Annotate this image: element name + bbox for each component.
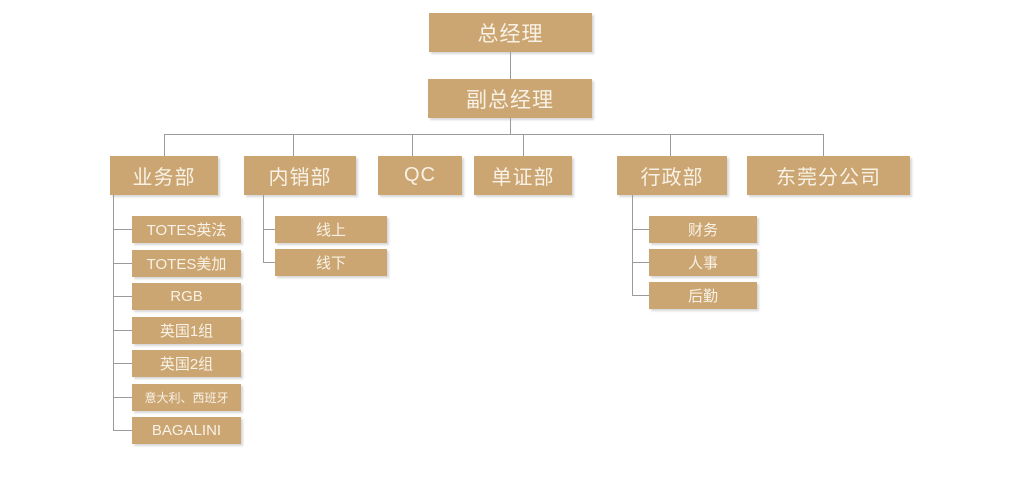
- connector-drop-domestic: [293, 134, 294, 156]
- org-node-qc-dept: QC: [378, 156, 462, 195]
- connector-drop-dongguan: [823, 134, 824, 156]
- org-node-admin-dept: 行政部: [617, 156, 727, 195]
- org-node-logistics: 后勤: [649, 282, 757, 309]
- connector-admin-spine: [632, 195, 633, 296]
- connector-business-spine: [113, 195, 114, 431]
- connector-drop-business: [164, 134, 165, 156]
- org-node-hr: 人事: [649, 249, 757, 276]
- org-node-business-dept: 业务部: [110, 156, 218, 195]
- org-node-online: 线上: [275, 216, 387, 243]
- connector-drop-admin: [670, 134, 671, 156]
- connector-stub: [632, 229, 649, 230]
- connector-stub: [263, 229, 275, 230]
- connector-stub: [113, 397, 132, 398]
- connector-root-deputy: [510, 52, 511, 79]
- connector-stub: [632, 262, 649, 263]
- connector-stub: [263, 262, 275, 263]
- connector-stub: [113, 296, 132, 297]
- connector-stub: [113, 330, 132, 331]
- org-node-finance: 财务: [649, 216, 757, 243]
- org-node-italy-spain: 意大利、西班牙: [132, 384, 241, 411]
- org-node-dongguan-branch: 东莞分公司: [747, 156, 910, 195]
- org-node-deputy-general-manager: 副总经理: [428, 79, 592, 118]
- org-node-totes-us-ca: TOTES美加: [132, 250, 241, 277]
- connector-drop-documentation: [523, 134, 524, 156]
- connector-stub: [113, 430, 132, 431]
- org-node-general-manager: 总经理: [429, 13, 592, 52]
- org-node-documentation-dept: 单证部: [474, 156, 572, 195]
- org-node-uk-group-2: 英国2组: [132, 350, 241, 377]
- connector-stub: [113, 229, 132, 230]
- connector-stub: [632, 295, 649, 296]
- org-node-domestic-sales-dept: 内销部: [244, 156, 356, 195]
- connector-deputy-riser: [510, 118, 511, 134]
- org-node-totes-uk-fr: TOTES英法: [132, 216, 241, 243]
- org-node-rgb: RGB: [132, 283, 241, 310]
- org-node-offline: 线下: [275, 249, 387, 276]
- org-node-bagalini: BAGALINI: [132, 417, 241, 444]
- connector-stub: [113, 363, 132, 364]
- connector-drop-qc: [412, 134, 413, 156]
- connector-stub: [113, 263, 132, 264]
- connector-horizontal-bus: [164, 134, 823, 135]
- org-node-uk-group-1: 英国1组: [132, 317, 241, 344]
